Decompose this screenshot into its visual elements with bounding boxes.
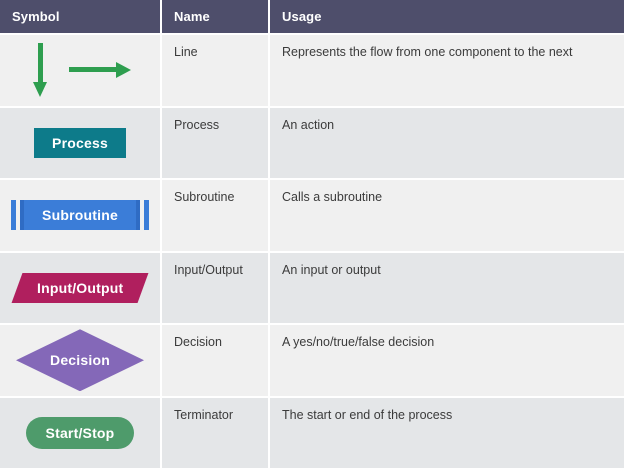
symbol-cell-process: Process [0, 107, 160, 178]
symbol-cell-terminator: Start/Stop [0, 397, 160, 468]
decision-shape: Decision [16, 329, 144, 392]
arrow-down-icon [33, 43, 47, 98]
subroutine-shape: Subroutine [11, 200, 149, 231]
symbol-cell-subroutine: Subroutine [0, 180, 160, 251]
decision-label: Decision [50, 352, 110, 369]
usage-cell: A yes/no/true/false decision [270, 325, 624, 396]
name-cell: Decision [162, 325, 268, 396]
table-row: Decision Decision A yes/no/true/false de… [0, 325, 624, 396]
column-header-symbol: Symbol [0, 0, 160, 33]
name-cell: Line [162, 35, 268, 106]
table-row: Input/Output Input/Output An input or ou… [0, 252, 624, 323]
terminator-shape: Start/Stop [25, 416, 135, 449]
table-row: Process Process An action [0, 107, 624, 178]
table-header-row: Symbol Name Usage [0, 0, 624, 33]
usage-cell: Represents the flow from one component t… [270, 35, 624, 106]
name-cell: Terminator [162, 397, 268, 468]
table-row: Line Represents the flow from one compon… [0, 35, 624, 106]
column-header-usage: Usage [270, 0, 624, 33]
input-output-label: Input/Output [36, 279, 124, 296]
usage-cell: The start or end of the process [270, 397, 624, 468]
usage-cell: Calls a subroutine [270, 180, 624, 251]
symbol-cell-line [0, 35, 160, 106]
name-cell: Input/Output [162, 252, 268, 323]
arrow-right-icon [69, 62, 131, 79]
input-output-shape: Input/Output [11, 272, 149, 303]
name-cell: Process [162, 107, 268, 178]
table-body: Line Represents the flow from one compon… [0, 33, 624, 468]
usage-cell: An action [270, 107, 624, 178]
usage-cell: An input or output [270, 252, 624, 323]
table-row: Subroutine Subroutine Calls a subroutine [0, 180, 624, 251]
table-row: Start/Stop Terminator The start or end o… [0, 397, 624, 468]
process-shape: Process [34, 127, 126, 158]
symbol-cell-input-output: Input/Output [0, 252, 160, 323]
symbol-cell-decision: Decision [0, 325, 160, 396]
name-cell: Subroutine [162, 180, 268, 251]
column-header-name: Name [162, 0, 268, 33]
